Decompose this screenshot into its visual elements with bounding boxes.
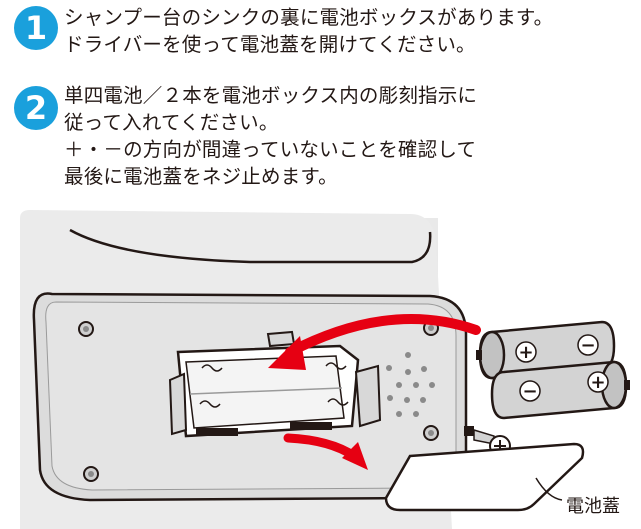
speaker-grille [386,352,435,417]
screw-hole-bottom-right [423,425,439,441]
step-1-line-2: ドライバーを使って電池蓋を開けてください。 [64,33,476,56]
svg-text:+: + [518,342,533,363]
svg-text:+: + [590,372,605,393]
battery-cover [384,442,585,512]
svg-text:−: − [522,381,537,402]
insert-arrow-red [285,314,481,357]
cover-label-leader [535,477,563,501]
step-1-number-badge: 1 [14,6,58,50]
step-2-instructions: 単四電池／２本を電池ボックス内の彫刻指示に 従って入れてください。 ＋・－の方向… [64,82,477,190]
step-2-number-badge: 2 [14,86,58,130]
svg-text:−: − [580,335,595,356]
battery-1-plus-symbol: + [515,341,537,363]
battery-cover-label: 電池蓋 [566,496,620,517]
sink-body [69,228,432,264]
battery-compartment [168,330,382,438]
step-2-line-2: 従って入れてください。 [64,111,279,134]
step-2-line-3: ＋・－の方向が間違っていないことを確認して [64,138,477,161]
close-arrow-head [342,442,368,470]
screw-hole-bottom-left [83,466,99,482]
insert-arrow-head [268,336,306,370]
step-2-line-1: 単四電池／２本を電池ボックス内の彫刻指示に [64,84,478,107]
battery-2-minus-symbol: − [519,380,541,402]
step-1-instructions: シャンプー台のシンクの裏に電池ボックスがあります。 ドライバーを使って電池蓋を開… [64,4,553,58]
step-2-line-4: 最後に電池蓋をネジ止めます。 [64,165,338,188]
step-1-line-1: シャンプー台のシンクの裏に電池ボックスがあります。 [64,6,554,29]
screw-hole-top-left [78,321,94,337]
battery-1-minus-symbol: − [577,334,599,356]
battery-2: − + [490,360,630,420]
battery-2-plus-symbol: + [587,371,609,393]
